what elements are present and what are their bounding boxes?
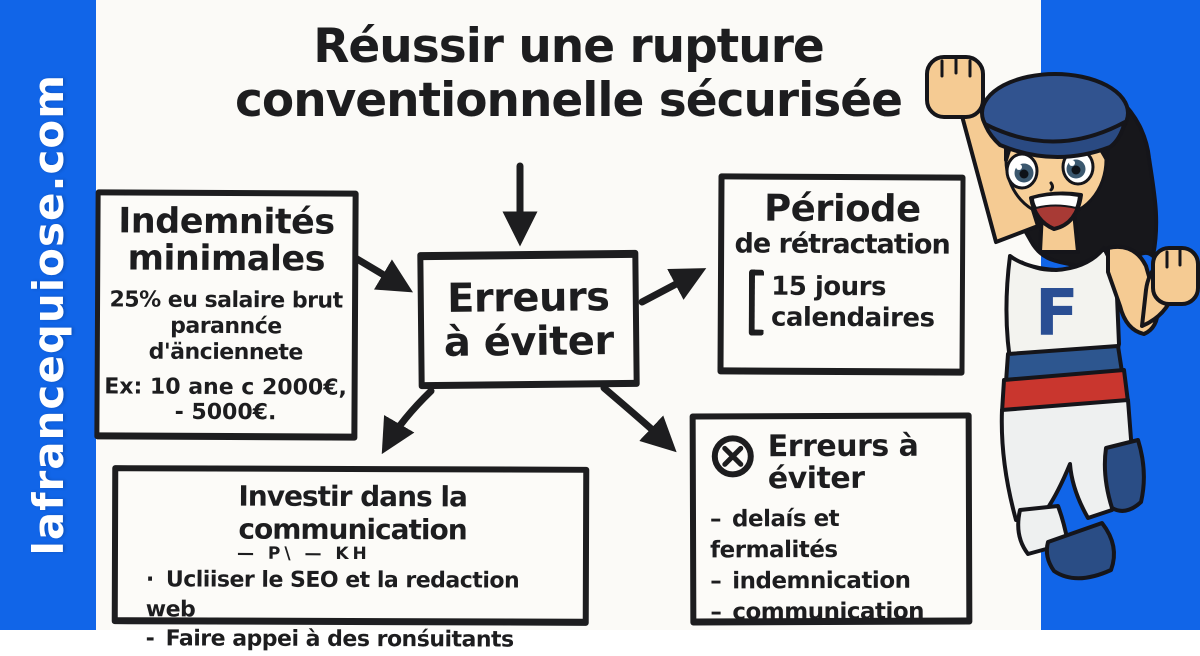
communication-item-2: -Faire appei à des ronśuitants — [145, 626, 514, 653]
erreurs-liste-heading-line2: éviter — [767, 460, 865, 496]
communication-item-1: ·Ucliiser le SEO et la redaction web — [145, 567, 520, 623]
erreurs-liste-header: Erreurs à éviter — [710, 428, 958, 496]
page-title-line1: Réussir une rupture — [313, 19, 825, 74]
box-erreurs-liste: Erreurs à éviter –delaís et fermalités –… — [689, 412, 973, 626]
page-title-line2: conventionnelle sécurisée — [235, 72, 903, 128]
indemnites-heading-line2: minimales — [127, 238, 326, 280]
retractation-detail-text: 15 jours calendaires — [771, 271, 935, 334]
bracket-icon — [748, 269, 765, 336]
site-watermark: lafrancequiose.com — [23, 74, 73, 556]
indemnites-example-line1: Ex: 10 ane c 2000€, — [104, 374, 347, 401]
mascot-illustration: F — [925, 55, 1200, 581]
page-title: Réussir une rupture conventionnelle sécu… — [96, 20, 1041, 127]
indemnites-example: Ex: 10 ane c 2000€, - 5000€. — [99, 374, 351, 426]
erreurs-centre-line2: à éviter — [443, 318, 614, 366]
indemnites-body-line2: parannće d'änciennete — [148, 313, 303, 366]
communication-heading: Investir dans la communication — [238, 479, 468, 547]
crossed-circle-icon — [711, 435, 754, 478]
dash-icon: – — [710, 599, 722, 626]
erreurs-liste-heading: Erreurs à éviter — [767, 428, 919, 496]
mascot-boot-front — [1044, 521, 1116, 581]
erreurs-liste-heading-line1: Erreurs à — [767, 428, 919, 465]
indemnites-body: 25% eu salaire brut parannće d'änciennet… — [100, 288, 352, 367]
box-indemnites-minimales: Indemnités minimales 25% eu salaire brut… — [94, 189, 359, 441]
communication-scribble: — P\ — KH — [236, 543, 371, 565]
mascot-shirt-letter: F — [1035, 277, 1079, 351]
dash-icon: – — [709, 506, 722, 533]
retractation-detail-line1: 15 jours — [771, 271, 887, 303]
box-investir-communication: Investir dans la communication — P\ — KH… — [111, 465, 590, 653]
dash-icon: – — [710, 568, 722, 595]
indemnites-example-line2: - 5000€. — [174, 400, 277, 426]
mascot-boot-back — [1102, 438, 1146, 513]
indemnites-body-line1: 25% eu salaire brut — [109, 287, 343, 314]
erreurs-centre-label: Erreurs à éviter — [443, 274, 614, 366]
box-erreurs-centre: Erreurs à éviter — [417, 249, 640, 390]
site-watermark-strip: lafrancequiose.com — [0, 0, 96, 630]
dash-icon: - — [145, 626, 155, 652]
erreurs-centre-line1: Erreurs — [446, 274, 610, 322]
retractation-detail-line2: calendaires — [770, 302, 935, 334]
indemnites-heading-line1: Indemnités — [118, 201, 335, 243]
bullet-icon: · — [145, 567, 154, 593]
